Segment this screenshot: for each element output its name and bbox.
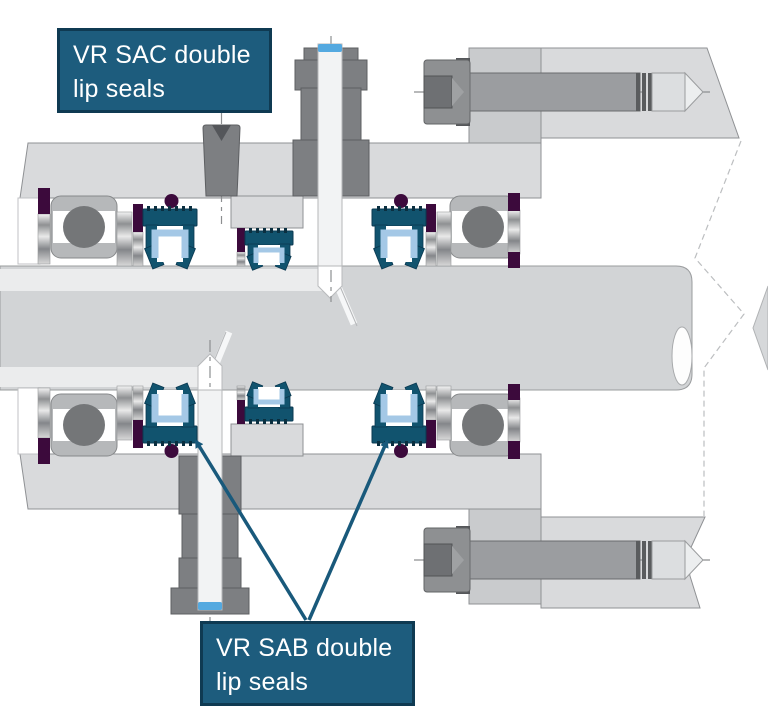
- shaft-break-stub: [752, 285, 768, 371]
- seal-bottom-right: [372, 383, 426, 446]
- grease-fitting-top: [292, 36, 370, 302]
- callout-sac-line2: lip seals: [73, 75, 166, 103]
- shaft: [0, 140, 768, 516]
- callout-sac-label: VR SAC double lip seals: [57, 28, 272, 113]
- plug-screw: [202, 112, 241, 224]
- shaft-end-bore: [671, 326, 693, 386]
- leader-lines: [194, 439, 389, 621]
- callout-sac-line1: VR SAC double: [73, 41, 251, 69]
- spacer-rings: [37, 209, 521, 443]
- break-line: [694, 140, 745, 516]
- housing-bottom: [19, 453, 542, 510]
- tube-accent: [318, 44, 342, 52]
- callout-sab-label: VR SAB double lip seals: [200, 621, 415, 706]
- ball-bearing-bottom-left: [50, 393, 118, 457]
- ball-bearing-top-left: [50, 195, 118, 259]
- o-rings: [38, 188, 520, 464]
- tube-accent: [198, 602, 222, 610]
- seal-top-left: [143, 206, 197, 269]
- seal-bottom-middle: [245, 382, 293, 424]
- seal-top-middle: [245, 228, 293, 270]
- ball-bearing-bottom-right: [449, 393, 517, 457]
- housing-top: [19, 142, 542, 199]
- callout-sab-line1: VR SAB double: [216, 634, 393, 662]
- callout-sab-line2: lip seals: [216, 668, 309, 696]
- seal-top-right: [372, 206, 426, 269]
- ball-bearing-top-right: [449, 195, 517, 259]
- seal-bottom-left: [143, 383, 197, 446]
